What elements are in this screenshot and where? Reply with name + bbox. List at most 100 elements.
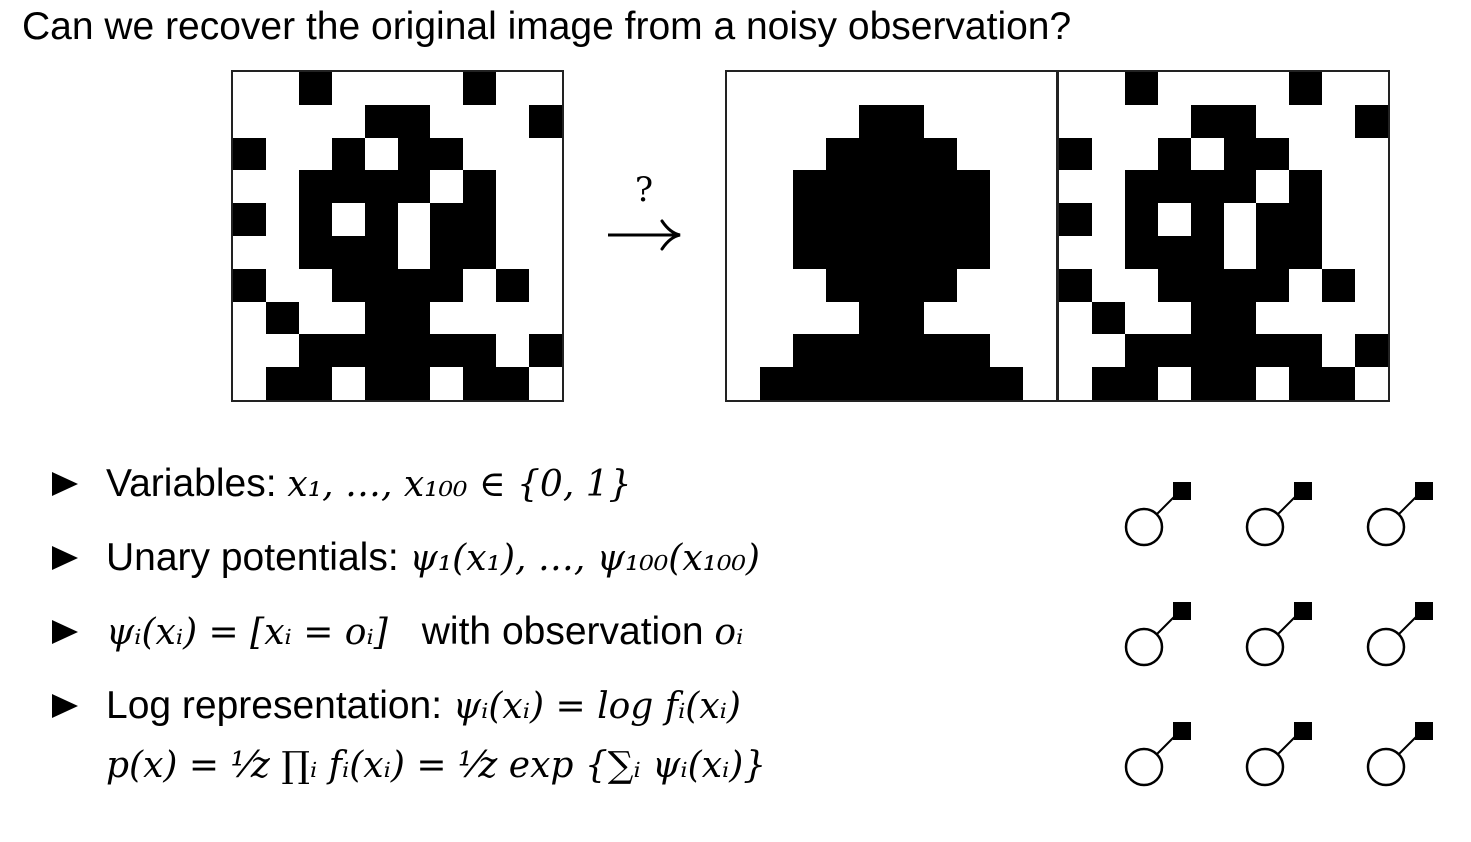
pixel-cell — [496, 203, 530, 236]
bullet-potential-definition: ψᵢ(xᵢ) = [xᵢ = oᵢ]with observation oᵢ — [52, 604, 760, 678]
pixel-cell — [825, 72, 859, 105]
pixel-cell — [1059, 301, 1092, 335]
pixel-cell — [233, 137, 266, 171]
pixel-cell — [1289, 367, 1323, 400]
pixel-cell — [759, 72, 793, 105]
pixel-cell — [990, 268, 1024, 302]
pixel-cell — [463, 104, 497, 138]
pixel-cell — [727, 367, 760, 400]
pixel-cell — [759, 367, 793, 400]
pixel-cell — [463, 367, 497, 400]
pixel-cell — [858, 72, 892, 105]
pixel-cell — [990, 72, 1024, 105]
variable-factor-node — [1357, 716, 1437, 796]
pixel-cell — [957, 334, 991, 368]
pixel-cell — [891, 72, 925, 105]
pixel-cell — [924, 72, 958, 105]
pixel-cell — [1023, 268, 1056, 302]
pixel-cell — [1190, 301, 1224, 335]
pixel-cell — [825, 137, 859, 171]
factor-node-icon — [1124, 482, 1191, 547]
pixel-cell — [1023, 334, 1056, 368]
pixel-cell — [990, 203, 1024, 236]
pixel-cell — [1124, 72, 1158, 105]
pixel-cell — [1157, 72, 1191, 105]
pixel-cell — [924, 301, 958, 335]
pixel-cell — [1322, 170, 1356, 204]
pixel-cell — [1289, 334, 1323, 368]
variable-factor-node — [1115, 716, 1195, 796]
pixel-cell — [1355, 235, 1388, 269]
pixel-cell — [727, 334, 760, 368]
pixel-cell — [1322, 137, 1356, 171]
pixel-cell — [1223, 203, 1257, 236]
pixel-cell — [1190, 203, 1224, 236]
pixel-cell — [364, 334, 398, 368]
pixel-cell — [298, 268, 332, 302]
pixel-cell — [364, 170, 398, 204]
pixel-cell — [430, 268, 464, 302]
pixel-cell — [727, 137, 760, 171]
pixel-cell — [529, 268, 562, 302]
pixel-cell — [924, 137, 958, 171]
pixel-cell — [1190, 170, 1224, 204]
pixel-cell — [924, 170, 958, 204]
pixel-cell — [463, 235, 497, 269]
pixel-cell — [1289, 301, 1323, 335]
pixel-cell — [858, 268, 892, 302]
pixel-cell — [1256, 268, 1290, 302]
pixel-cell — [1190, 334, 1224, 368]
pixel-cell — [1023, 72, 1056, 105]
pixel-cell — [1355, 170, 1388, 204]
pixel-cell — [265, 367, 299, 400]
pixel-cell — [1190, 268, 1224, 302]
pixel-cell — [364, 235, 398, 269]
factor-node-icon — [1124, 722, 1191, 787]
pixel-cell — [1256, 203, 1290, 236]
pixel-cell — [1289, 203, 1323, 236]
pixel-cell — [727, 268, 760, 302]
pixel-cell — [924, 235, 958, 269]
pixel-cell — [792, 170, 826, 204]
pixel-cell — [1157, 137, 1191, 171]
pixel-cell — [364, 367, 398, 400]
pixel-cell — [430, 170, 464, 204]
pixel-cell — [430, 203, 464, 236]
unary-factor — [1294, 722, 1312, 740]
bullet-text: Variables: — [106, 462, 288, 505]
bullet-math: oᵢ — [714, 612, 744, 653]
unary-factor — [1294, 482, 1312, 500]
transform-arrow: ? — [604, 170, 684, 265]
pixel-cell — [265, 334, 299, 368]
pixel-cell — [1256, 137, 1290, 171]
pixel-cell — [1223, 268, 1257, 302]
pixel-cell — [1355, 104, 1388, 138]
pixel-cell — [1256, 104, 1290, 138]
factor-node-icon — [1245, 722, 1312, 787]
bullet-text: with observation — [421, 610, 715, 653]
observation-image — [1057, 70, 1390, 402]
pixel-cell — [858, 104, 892, 138]
triangle-bullet-icon — [52, 620, 78, 644]
pixel-cell — [364, 72, 398, 105]
pixel-cell — [957, 104, 991, 138]
pixel-cell — [1091, 301, 1125, 335]
bullet-variables: Variables: x₁, …, x₁₀₀ ∈ {0, 1} — [52, 456, 760, 530]
pixel-cell — [957, 203, 991, 236]
pixel-cell — [1256, 334, 1290, 368]
pixel-cell — [430, 104, 464, 138]
pixel-cell — [298, 235, 332, 269]
pixel-cell — [858, 235, 892, 269]
pixel-cell — [792, 367, 826, 400]
pixel-cell — [1091, 203, 1125, 236]
pixel-cell — [364, 104, 398, 138]
pixel-cell — [858, 137, 892, 171]
pixel-cell — [759, 268, 793, 302]
pixel-cell — [1157, 367, 1191, 400]
pixel-cell — [430, 137, 464, 171]
pixel-cell — [1059, 72, 1092, 105]
pixel-cell — [496, 367, 530, 400]
pixel-cell — [1223, 72, 1257, 105]
pixel-cell — [496, 104, 530, 138]
pixel-cell — [858, 301, 892, 335]
